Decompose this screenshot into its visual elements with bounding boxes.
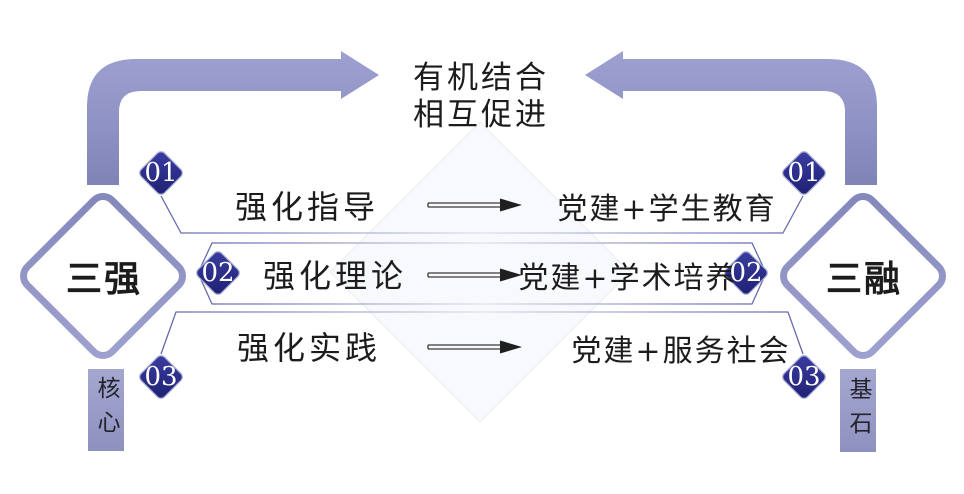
- left-caption-box: [88, 369, 124, 451]
- badge-02-left-number: 02: [201, 258, 235, 288]
- row-1-right-label: 党建+学生教育: [557, 192, 777, 227]
- badge-01-right-number: 01: [787, 158, 821, 188]
- row-3-arrow-icon: [427, 340, 522, 354]
- badge-02-right: [724, 251, 768, 295]
- banner-row-1: [160, 172, 804, 234]
- background-diamond: [329, 121, 631, 423]
- right-curved-arrow: [585, 51, 877, 185]
- title-line-1: 有机结合: [413, 60, 549, 96]
- badge-03-left-number: 03: [144, 362, 178, 392]
- right-caption: 基石: [845, 376, 871, 445]
- badge-03-right: [782, 355, 826, 399]
- left-curved-arrow: [87, 51, 379, 185]
- badge-01-right: [782, 151, 826, 195]
- left-diamond-shape: [20, 193, 186, 359]
- badge-01-left: [139, 151, 183, 195]
- badge-02-right-number: 02: [729, 258, 763, 288]
- banner-row-3: [160, 311, 804, 378]
- right-diamond-label: 三融: [825, 258, 903, 300]
- row-2-right-label: 党建+学术培养: [518, 261, 738, 296]
- title-line-2: 相互促进: [413, 97, 549, 133]
- row-1-left-label: 强化指导: [234, 188, 380, 226]
- left-caption: 核心: [93, 376, 119, 444]
- badge-02-left: [196, 251, 240, 295]
- row-2-arrow-icon: [427, 268, 522, 282]
- badge-03-right-number: 03: [787, 362, 821, 392]
- badge-03-left: [139, 355, 183, 399]
- row-1-arrow-icon: [427, 198, 522, 212]
- right-caption-box: [840, 369, 876, 452]
- row-2-left-label: 强化理论: [262, 257, 408, 295]
- row-3-right-label: 党建+服务社会: [571, 334, 791, 369]
- badge-01-left-number: 01: [144, 158, 178, 188]
- row-3-left-label: 强化实践: [236, 329, 382, 367]
- right-diamond-shape: [780, 193, 946, 359]
- left-diamond-label: 三强: [65, 258, 143, 300]
